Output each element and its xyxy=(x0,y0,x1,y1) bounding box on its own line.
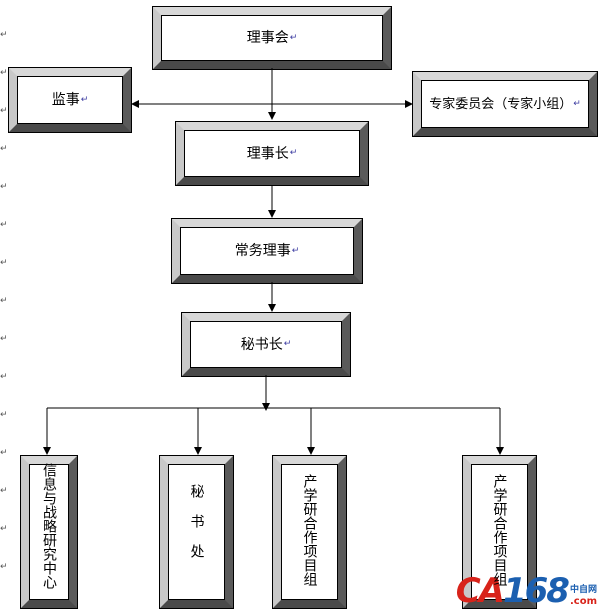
node-project-group-1: 产学研合作项目组 xyxy=(272,455,347,609)
node-experts-label: 专家委员会（专家小组） xyxy=(429,96,573,112)
node-project-group-2-label: 产学研合作项目组 xyxy=(491,474,508,586)
logo-brand-b: 168 xyxy=(502,571,570,611)
node-supervisor: 监事↵ xyxy=(8,67,132,133)
node-info-center-label: 信息与战略研究中心 xyxy=(41,463,57,589)
node-board: 理事会↵ xyxy=(152,6,392,70)
node-info-center: 信息与战略研究中心 xyxy=(20,455,78,609)
node-supervisor-label: 监事 xyxy=(51,92,80,108)
node-project-group-1-label: 产学研合作项目组 xyxy=(301,474,318,586)
node-chairman-label: 理事长 xyxy=(246,145,289,162)
node-experts: 专家委员会（专家小组）↵ xyxy=(412,71,598,137)
node-executive-label: 常务理事 xyxy=(234,243,291,259)
node-executive: 常务理事↵ xyxy=(171,218,363,284)
node-board-label: 理事会 xyxy=(246,30,289,46)
node-secretariat: 秘 书 处 xyxy=(159,455,234,609)
node-project-group-2: 产学研合作项目组 xyxy=(462,455,537,609)
node-chairman: 理事长↵ xyxy=(175,121,369,186)
logo-side-dot: .com xyxy=(569,596,597,607)
logo-brand-a: CA xyxy=(455,571,505,611)
watermark-logo: CA 168 中自网 .com xyxy=(456,571,597,611)
node-secretary-general: 秘书长↵ xyxy=(181,312,351,377)
node-secretariat-label: 秘 书 处 xyxy=(188,484,205,558)
node-secretary-general-label: 秘书长 xyxy=(240,336,283,353)
logo-side-text: 中自网 xyxy=(569,585,597,596)
